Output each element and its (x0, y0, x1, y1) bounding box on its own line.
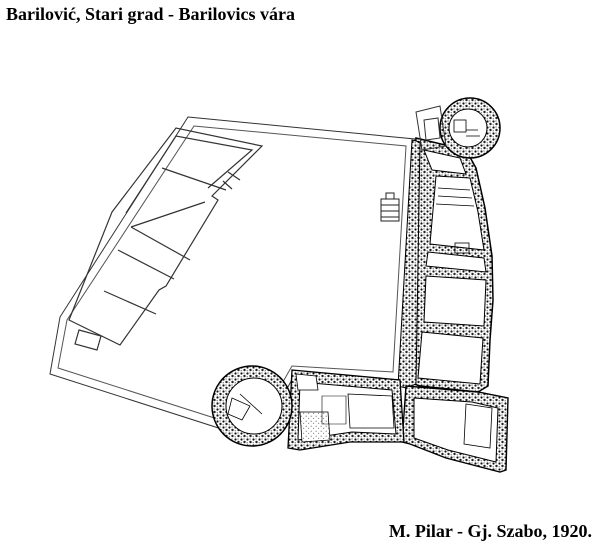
southwest-round-tower (211, 365, 293, 447)
south-range (287, 369, 405, 451)
courtyard-well (380, 192, 400, 222)
plan-credit: M. Pilar - Gj. Szabo, 1920. (388, 521, 592, 541)
southeast-block (401, 385, 509, 473)
northeast-gate (415, 105, 447, 151)
plan-title: Barilović, Stari grad - Barilovics vára (6, 4, 295, 24)
outbuilding-rooms (68, 127, 264, 351)
west-corridor-wall (397, 139, 421, 389)
palace-wing (403, 137, 494, 393)
northeast-round-tower (439, 97, 501, 159)
